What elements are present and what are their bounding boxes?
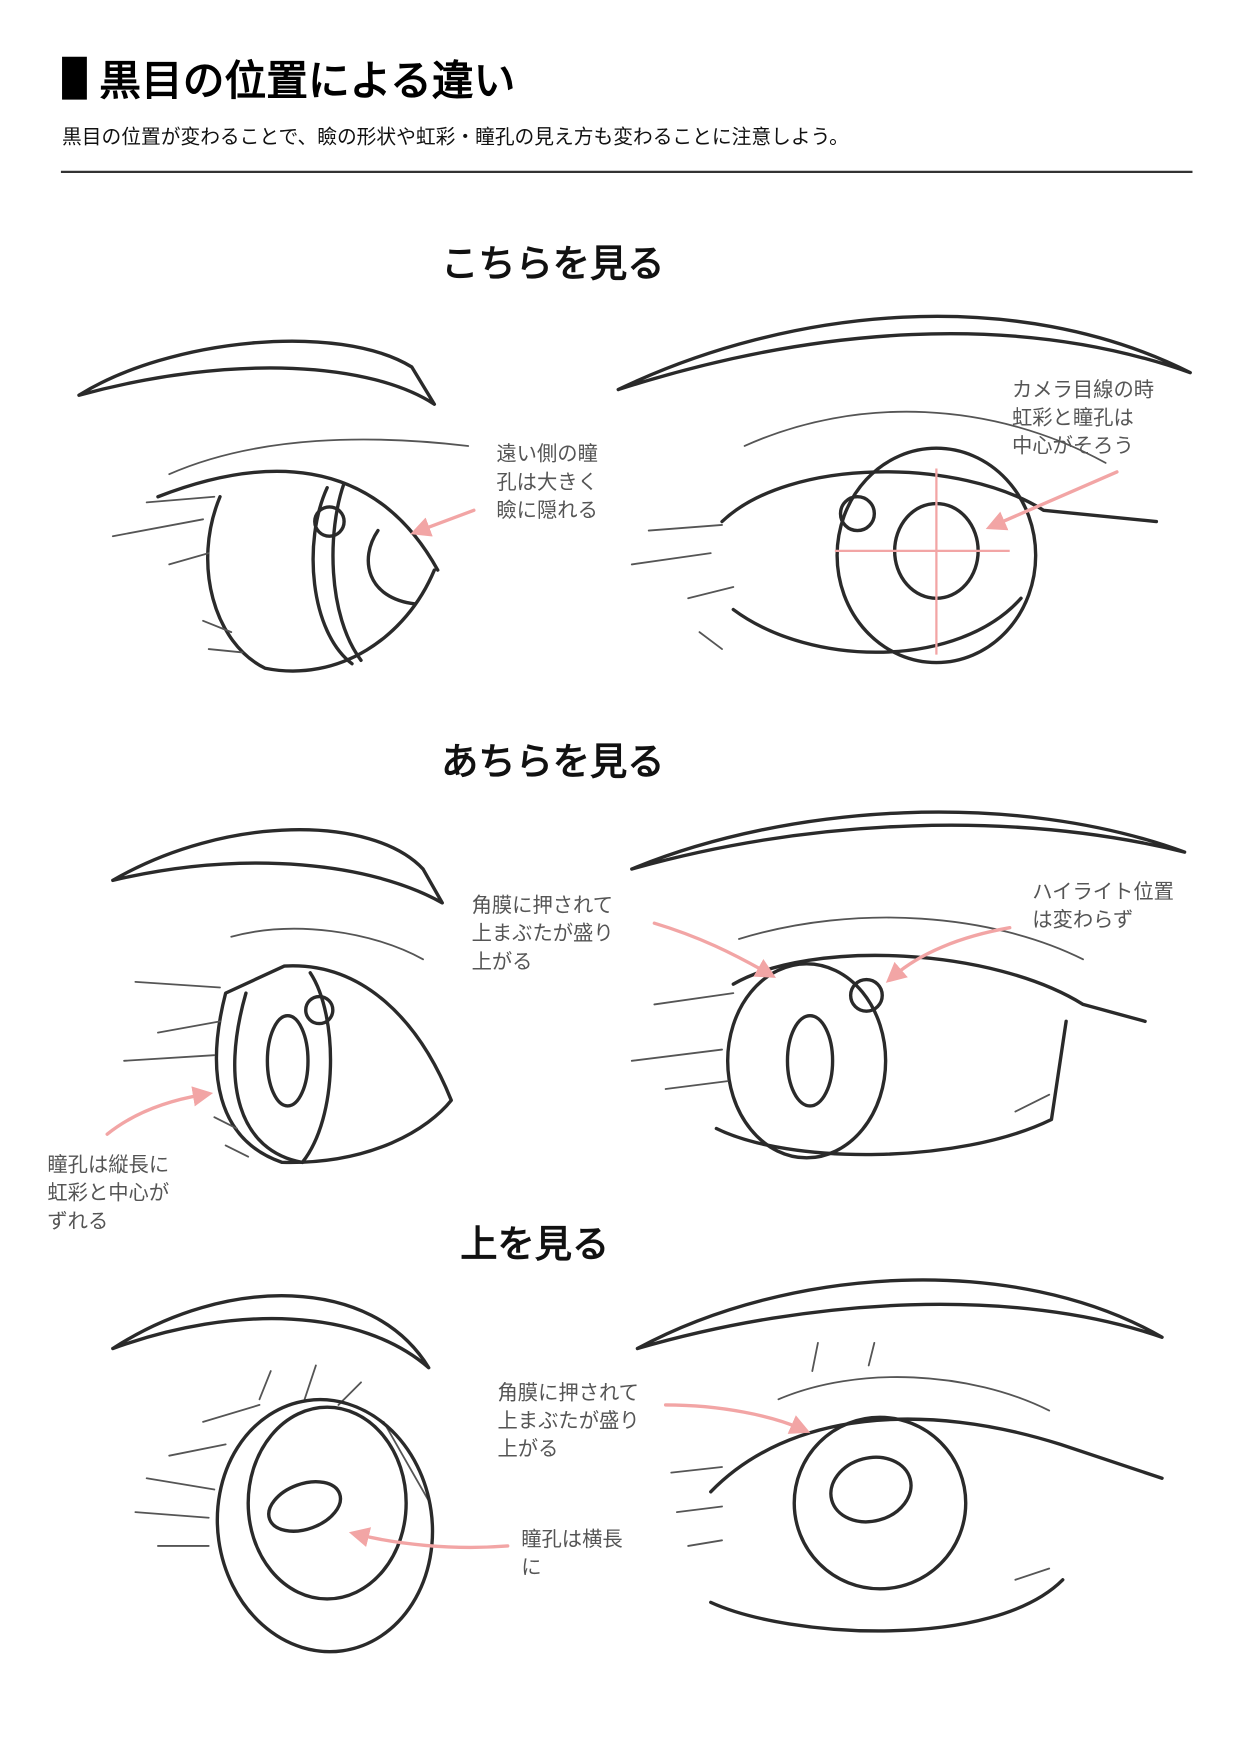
note-highlight-unchanged: ハイライト位置 は変わらず — [1032, 879, 1180, 931]
eye-sketch-look-up-right — [635, 1278, 1164, 1633]
note-lid-raised-away: 角膜に押されて 上まぶたが盛り 上がる — [472, 893, 621, 973]
title-bar-marker — [62, 56, 87, 100]
heading-look-up: 上を見る — [460, 1222, 609, 1266]
page-subtitle: 黒目の位置が変わることで、瞼の形状や虹彩・瞳孔の見え方も変わることに注意しよう。 — [62, 126, 849, 149]
eye-sketch-look-away-right — [630, 810, 1187, 1160]
eye-sketch-look-away-left — [105, 828, 453, 1165]
heading-look-here: こちらを見る — [441, 242, 664, 286]
eye-sketch-look-here-right — [616, 314, 1192, 665]
note-far-pupil: 遠い側の瞳 孔は大きく 瞼に隠れる — [496, 442, 604, 522]
note-lid-raised-up: 角膜に押されて 上まぶたが盛り 上がる — [498, 1380, 647, 1460]
note-pupil-vertical: 瞳孔は縦長に 虹彩と中心が ずれる — [47, 1152, 175, 1232]
page-title: 黒目の位置による違い — [99, 56, 515, 105]
note-pupil-horizontal: 瞳孔は横長 に — [521, 1527, 629, 1579]
note-camera-gaze: カメラ目線の時 虹彩と瞳孔は 中心がそろう — [1012, 377, 1161, 457]
heading-look-away: あちらを見る — [441, 739, 664, 783]
eye-sketch-look-up-left — [111, 1294, 510, 1654]
eye-sketch-look-here-left — [77, 339, 476, 673]
